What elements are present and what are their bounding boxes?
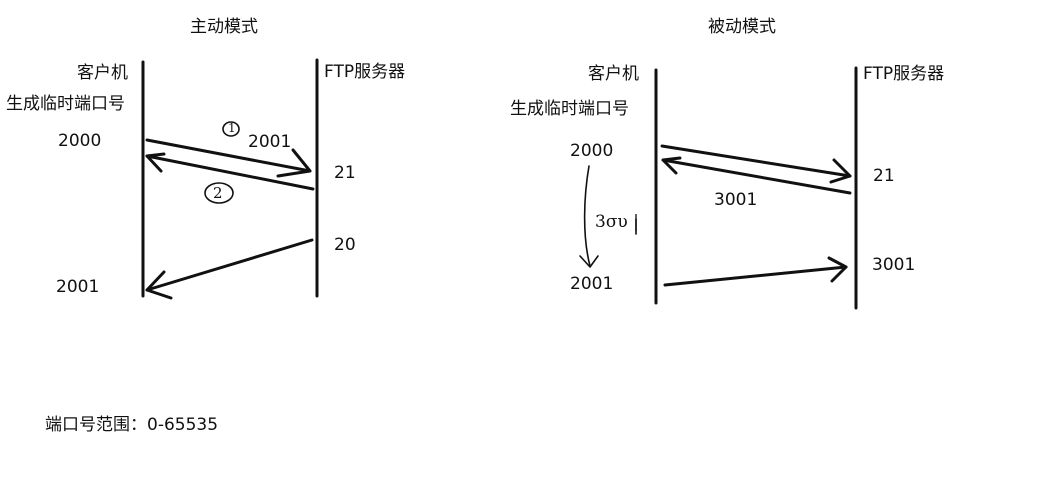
active-arrow-2	[145, 152, 315, 191]
passive-client-port-control: 2000	[570, 141, 614, 161]
passive-increment-arrow	[579, 165, 599, 268]
passive-data-arrow	[663, 256, 848, 287]
step-1-mark: 1	[228, 121, 236, 135]
passive-arrow-2	[661, 156, 852, 195]
passive-temp-port-label: 生成临时端口号	[510, 99, 629, 119]
active-client-port-data: 2001	[56, 277, 100, 297]
passive-mode-title: 被动模式	[708, 17, 776, 37]
passive-arrow-1	[660, 144, 852, 184]
step-2-circle	[204, 182, 234, 204]
passive-server-label: FTP服务器	[863, 64, 945, 84]
port-range-note: 端口号范围：0-65535	[45, 415, 219, 435]
passive-port-returned: 3001	[714, 190, 758, 210]
active-server-port-control: 21	[334, 163, 356, 183]
active-port-sent: 2001	[248, 132, 292, 152]
passive-client-label: 客户机	[588, 64, 639, 84]
step-1-circle	[222, 121, 240, 137]
active-server-label: FTP服务器	[324, 62, 406, 82]
active-arrow-1	[145, 138, 312, 178]
passive-client-port-data: 2001	[570, 274, 614, 294]
active-server-port-data: 20	[334, 235, 356, 255]
passive-server-port-data: 3001	[872, 255, 916, 275]
active-client-label: 客户机	[77, 63, 128, 83]
handwritten-note: 3συ |	[595, 212, 639, 232]
active-client-port-control: 2000	[58, 131, 102, 151]
active-temp-port-label: 生成临时端口号	[6, 94, 125, 114]
active-data-arrow	[145, 238, 314, 300]
passive-server-port-control: 21	[873, 166, 895, 186]
step-2-mark: 2	[213, 184, 223, 202]
active-mode-title: 主动模式	[190, 17, 258, 37]
